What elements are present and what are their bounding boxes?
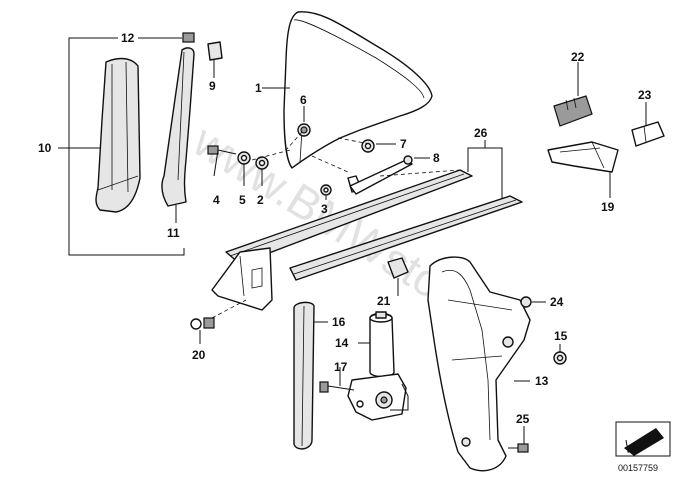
callout-8: 8 (433, 151, 440, 165)
callout-21: 21 (377, 294, 391, 308)
callout-19: 19 (601, 200, 615, 214)
cover-23 (631, 121, 665, 147)
carrier-bracket (211, 247, 273, 311)
callout-5: 5 (239, 193, 246, 207)
diagram-id: 00157759 (618, 463, 658, 473)
window-regulator-13 (427, 256, 531, 472)
view-direction-icon (615, 421, 671, 457)
guide-rail-16 (293, 301, 315, 450)
gearbox (347, 373, 407, 421)
sill-rail-26 (225, 169, 523, 281)
callout-24: 24 (550, 295, 564, 309)
screw-20 (190, 317, 215, 344)
callout-16: 16 (332, 315, 346, 329)
callout-26: 26 (474, 126, 488, 140)
callout-17: 17 (334, 360, 348, 374)
callout-7: 7 (400, 137, 407, 151)
nut-5 (237, 151, 251, 186)
callout-13: 13 (535, 374, 549, 388)
screw-25 (508, 443, 529, 453)
callout-25: 25 (516, 412, 530, 426)
nut-2 (255, 156, 269, 186)
window-glass-1 (283, 11, 433, 169)
callout-12: 12 (121, 31, 135, 45)
callout-15: 15 (554, 329, 568, 343)
screw-4 (207, 145, 237, 177)
callout-14: 14 (335, 336, 349, 350)
clip-9 (207, 41, 223, 61)
callout-3: 3 (321, 202, 328, 216)
callout-23: 23 (638, 88, 652, 102)
callout-4: 4 (213, 193, 220, 207)
motor-14 (369, 311, 395, 378)
screw-17 (319, 381, 355, 393)
bracket-8 (347, 155, 413, 195)
pillar-trim-11 (161, 47, 195, 207)
cover-22 (553, 95, 593, 127)
callout-11: 11 (167, 226, 180, 240)
callout-22: 22 (571, 50, 585, 64)
callout-20: 20 (192, 348, 206, 362)
clip-12 (182, 32, 195, 43)
clip-21 (387, 257, 409, 296)
callout-2: 2 (257, 193, 264, 207)
pillar-trim-10 (95, 57, 141, 213)
callout-9: 9 (209, 79, 216, 93)
nut-15 (553, 344, 567, 365)
callout-1: 1 (255, 81, 262, 95)
callout-10: 10 (38, 141, 52, 155)
callout-6: 6 (300, 93, 307, 107)
nut-24 (520, 296, 546, 308)
cover-19 (547, 141, 619, 173)
